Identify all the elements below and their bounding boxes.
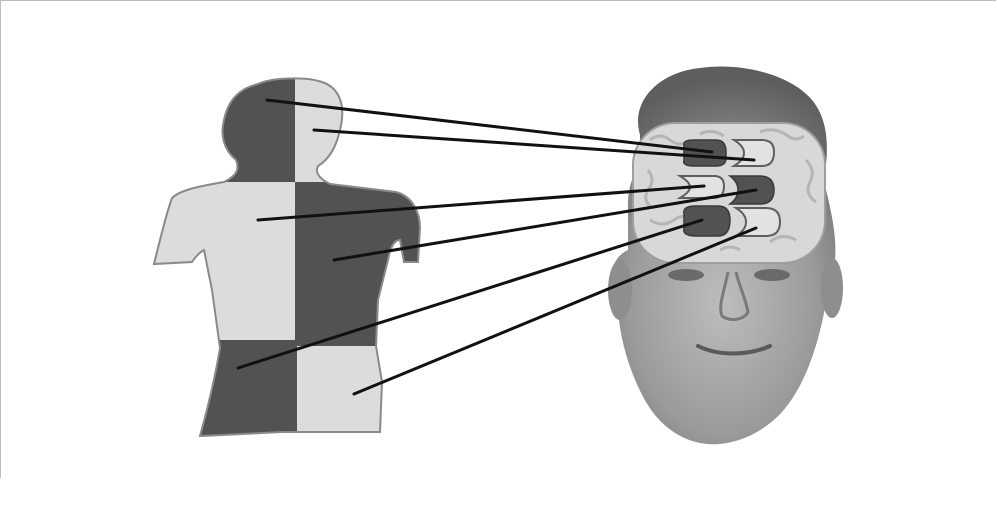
region-left-bottom	[684, 206, 730, 236]
region-left-top	[684, 140, 726, 166]
left-eye	[668, 269, 704, 281]
right-ear	[821, 258, 843, 318]
right-eye	[754, 269, 790, 281]
left-ear	[608, 260, 632, 320]
face-with-brain-window	[608, 66, 843, 444]
body-silhouette	[140, 70, 455, 460]
region-head-left	[140, 70, 295, 182]
